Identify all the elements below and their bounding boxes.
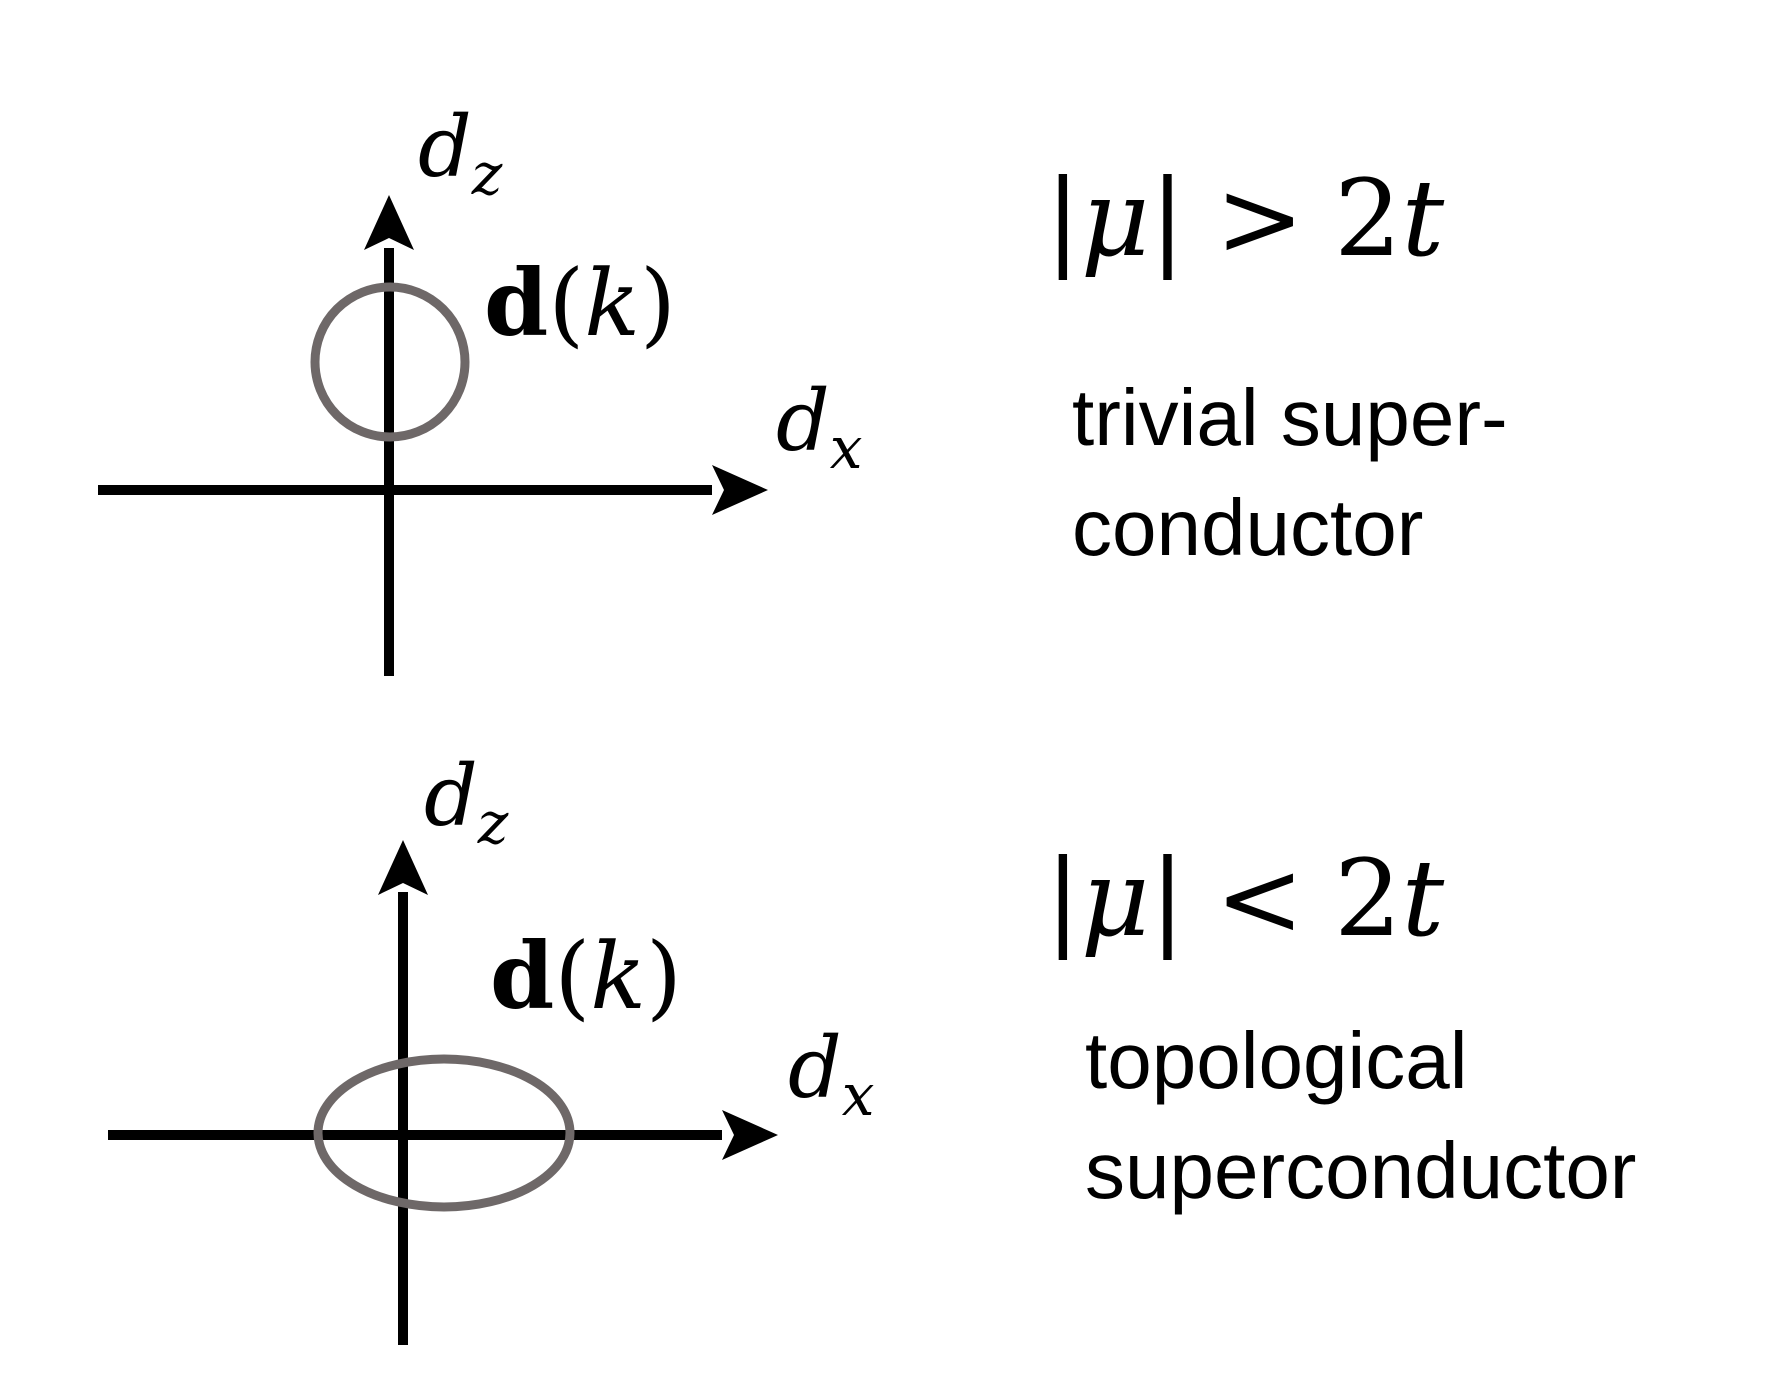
panel-topological: dz dx d(k) |μ|<2t topological supercondu… <box>108 747 1636 1345</box>
d-of-k-label: d(k) <box>490 922 682 1030</box>
x-axis-label: dx <box>776 372 863 482</box>
x-axis-arrowhead <box>712 465 768 515</box>
d-vector-ellipse <box>313 1054 575 1212</box>
caption-line-2: superconductor <box>1085 1126 1636 1215</box>
condition-mu-greater-2t: |μ|>2t <box>1045 157 1445 280</box>
z-axis-label: dz <box>418 98 503 208</box>
d-of-k-label: d(k) <box>484 249 676 357</box>
caption-line-1: trivial super- <box>1072 373 1508 462</box>
caption-line-1: topological <box>1085 1016 1468 1105</box>
caption-line-2: conductor <box>1072 483 1423 572</box>
d-vector-circle <box>310 282 470 442</box>
x-axis-arrowhead <box>722 1110 778 1160</box>
condition-mu-less-2t: |μ|<2t <box>1045 837 1445 960</box>
panel-trivial: dz dx d(k) |μ|>2t trivial super- conduct… <box>98 98 1508 676</box>
z-axis-label: dz <box>424 747 509 857</box>
z-axis-arrowhead <box>364 195 414 250</box>
x-axis-label: dx <box>788 1019 875 1129</box>
z-axis-arrowhead <box>378 840 428 895</box>
